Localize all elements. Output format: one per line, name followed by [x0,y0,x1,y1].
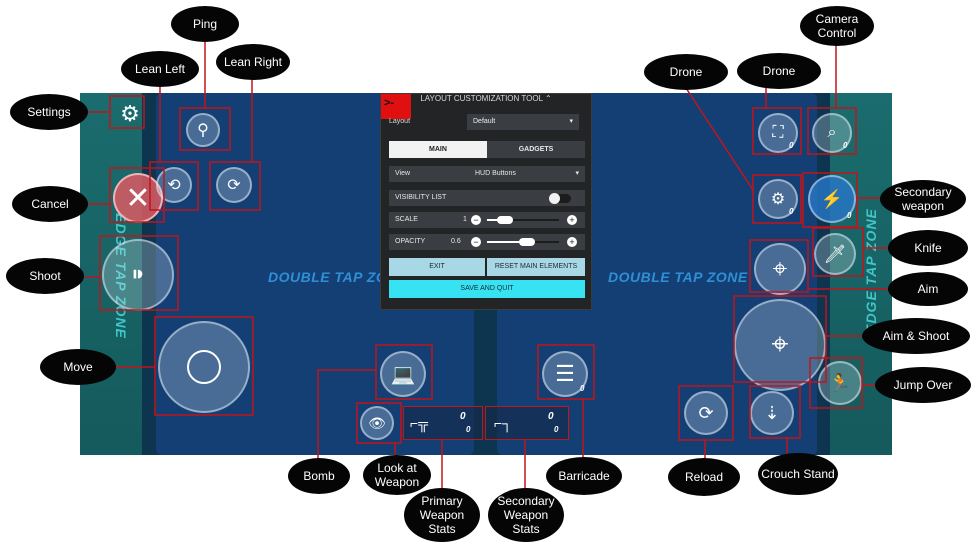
callout-move: Move [40,349,116,385]
lean-left-icon[interactable]: ⟲ [156,167,192,203]
callout-ping: Ping [171,6,239,42]
callout-lean-left: Lean Left [121,51,199,87]
reset-main-elements-button[interactable]: RESET MAIN ELEMENTS [487,258,585,276]
scale-plus-button[interactable]: + [567,215,577,225]
aim-crosshair-icon[interactable]: ⌖ [754,243,806,295]
settings-gear-icon[interactable]: ⚙ [120,101,140,126]
callout-shoot: Shoot [6,258,84,294]
secondary-weapon-stats[interactable]: ⌐┐ 0 0 [485,406,569,440]
exit-button[interactable]: EXIT [389,258,485,276]
callout-drone-right: Drone [737,53,821,89]
camera-icon[interactable]: ⌕ [812,113,852,153]
callout-bomb: Bomb [288,458,350,494]
bomb-laptop-icon[interactable]: 💻 [380,351,426,397]
callout-drone-left: Drone [644,54,728,90]
move-joystick-icon[interactable] [158,321,250,413]
callout-aim-and-shoot: Aim & Shoot [862,318,970,354]
shoot-bullet-icon[interactable]: ⁍ [102,239,174,311]
cancel-close-icon[interactable]: ✕ [113,173,163,223]
game-screen: EDGE TAP ZONE EDGE TAP ZONE DOUBLE TAP Z… [80,93,892,455]
callout-secondary-weapon: Secondary weapon [880,180,966,218]
callout-reload: Reload [668,458,740,496]
callout-primary-weapon-stats: Primary Weapon Stats [404,488,480,542]
callout-crouch-stand: Crouch Stand [758,453,838,495]
callout-camera-control: Camera Control [800,6,874,46]
barricade-icon[interactable]: ☰ [542,351,588,397]
reload-icon[interactable]: ⟳ [684,391,728,435]
callout-lean-right: Lean Right [216,44,290,80]
save-and-quit-button[interactable]: SAVE AND QUIT [389,280,585,298]
double-tap-zone-left-label: DOUBLE TAP ZONE [268,269,408,285]
drone-deploy-icon[interactable]: ⚙ [758,179,798,219]
secondary-weapon-icon[interactable]: ⚡ [808,175,856,223]
layout-label: Layout [389,118,411,125]
ping-pin-icon[interactable]: ⚲ [186,113,220,147]
drone-icon[interactable]: ⛶ [758,113,798,153]
scale-minus-button[interactable]: − [471,215,481,225]
callout-cancel: Cancel [12,186,88,222]
chevron-down-icon: ▾ [575,170,579,177]
layout-dropdown[interactable]: Default▾ [467,114,579,130]
crouch-stand-icon[interactable]: ⇣ [750,391,794,435]
callout-look-at-weapon: Look at Weapon [363,455,431,495]
lean-right-icon[interactable]: ⟳ [216,167,252,203]
tab-main[interactable]: MAIN [389,141,487,158]
callout-secondary-weapon-stats: Secondary Weapon Stats [488,488,564,542]
callout-jump-over: Jump Over [875,367,971,403]
layout-customization-panel: LAYOUT CUSTOMIZATION TOOL ⌃ >- Layout De… [380,93,592,310]
panel-title: LAYOUT CUSTOMIZATION TOOL ⌃ [420,94,552,103]
double-tap-zone-right-label: DOUBLE TAP ZONE [608,269,748,285]
visibility-list-row: VISIBILITY LIST [389,190,585,206]
scale-slider[interactable] [487,216,559,224]
callout-barricade: Barricade [546,457,622,495]
opacity-minus-button[interactable]: − [471,237,481,247]
callout-knife: Knife [888,230,968,266]
callout-aim: Aim [888,272,968,306]
primary-weapon-stats[interactable]: ⌐╦ 0 0 [403,406,483,440]
callout-settings: Settings [10,94,88,130]
opacity-plus-button[interactable]: + [567,237,577,247]
knife-icon[interactable]: 🗡 [814,233,856,275]
rifle-icon: ⌐╦ [410,415,429,431]
visibility-toggle[interactable] [549,193,571,204]
chevron-down-icon: ▾ [569,118,573,125]
tab-gadgets[interactable]: GADGETS [487,141,585,158]
opacity-slider[interactable] [487,238,559,246]
look-at-weapon-eye-icon[interactable]: 👁 [360,406,394,440]
collapse-icon[interactable]: ⌃ [544,94,552,103]
console-icon[interactable]: >- [381,94,411,119]
pistol-icon: ⌐┐ [494,415,513,431]
